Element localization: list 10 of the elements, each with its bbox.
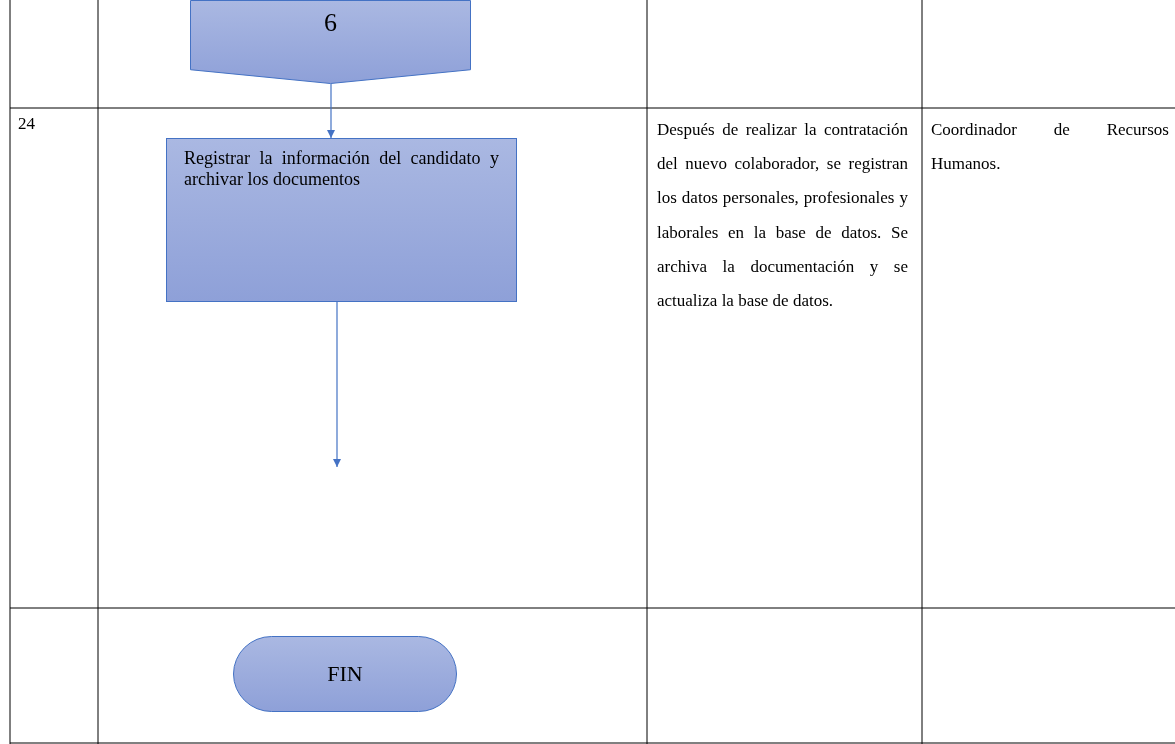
- node-text: FIN: [326, 660, 364, 688]
- table-text: Coordinador de Recursos Humanos.: [931, 119, 1169, 176]
- row-number: 24: [18, 114, 36, 134]
- off-page-connector: [190, 0, 471, 84]
- table-text: Después de realizar la contratación del nuevo colaborador, se registran los datos personales, profesionales y laborales en la base de datos. Se archiva la documentación y se actualiza la base de datos.: [657, 119, 908, 312]
- process-box: [166, 138, 517, 302]
- node-text: 6: [323, 8, 338, 38]
- arrow: [326, 83, 336, 139]
- node-text: Registrar la información del candidato y archivar los documentos: [184, 148, 499, 190]
- arrow: [332, 301, 342, 468]
